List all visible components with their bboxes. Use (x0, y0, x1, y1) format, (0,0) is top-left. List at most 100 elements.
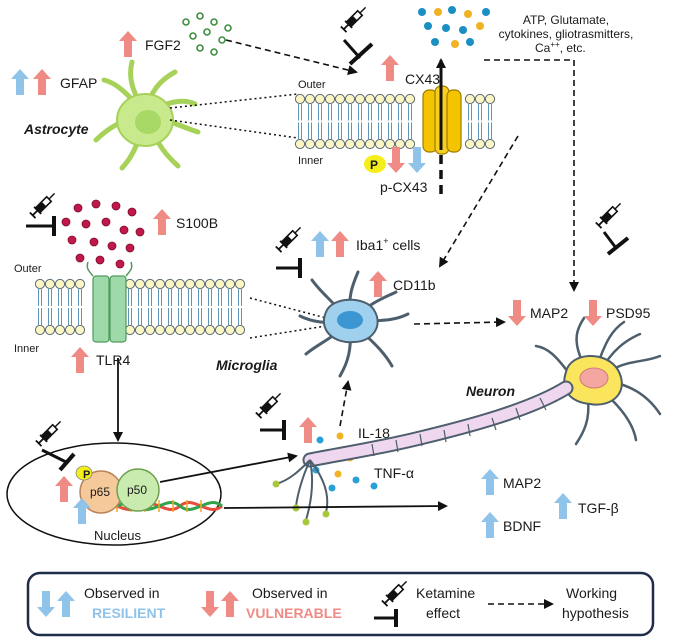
astrocyte-membrane (294, 93, 496, 150)
lipid-head (154, 324, 166, 336)
legend-vulnerable-line1: Observed in (252, 585, 327, 601)
lipid-head (354, 93, 366, 105)
legend-resilient-line2: RESILIENT (92, 605, 166, 621)
lipid-tail (188, 289, 192, 306)
lipid-head (144, 324, 156, 336)
released-factors-line2: cytokines, gliotrasmitters, (499, 27, 634, 41)
arrow-up-icon (71, 347, 89, 373)
lipid-head (384, 93, 396, 105)
lipid-tail (168, 289, 172, 306)
lipid-head (364, 138, 376, 150)
lipid-head (394, 93, 406, 105)
phospho-badge-icon (364, 155, 386, 173)
lipid-tail (388, 104, 392, 121)
syringe-icon (594, 198, 626, 230)
lipid-tail (398, 122, 402, 139)
lipid-tail (388, 122, 392, 139)
legend-hypothesis-line2: hypothesis (562, 605, 629, 621)
lipid-head (214, 324, 226, 336)
p50-protein-icon (116, 468, 160, 512)
tnfa-label: TNF-α (374, 465, 414, 481)
arrow-up-icon (299, 417, 317, 443)
lipid-head (344, 138, 356, 150)
lipid-tail (218, 308, 222, 325)
lipid-head (364, 93, 376, 105)
legend-ketamine-line1: Ketamine (416, 585, 475, 601)
psd95-label: PSD95 (606, 305, 651, 321)
lipid-tail (338, 122, 342, 139)
syringe-icon (339, 2, 371, 34)
gfap-label: GFAP (60, 75, 97, 91)
lipid-head (194, 324, 206, 336)
arrow-down-icon (508, 300, 526, 326)
lipid-head (204, 278, 216, 290)
lipid-tail (238, 289, 242, 306)
lipid-head (34, 278, 46, 290)
lipid-tail (58, 289, 62, 306)
lipid-head (154, 278, 166, 290)
tlr4-label: TLR4 (96, 352, 130, 368)
legend-ketamine-line2: effect (426, 605, 460, 621)
lipid-head (324, 93, 336, 105)
s100b-label: S100B (176, 215, 218, 231)
lipid-tail (68, 289, 72, 306)
released-factors-line1: ATP, Glutamate, (523, 13, 609, 27)
lipid-head (374, 138, 386, 150)
astrocyte-title: Astrocyte (23, 121, 89, 137)
lipid-head (314, 138, 326, 150)
lipid-head (324, 138, 336, 150)
lipid-tail (198, 308, 202, 325)
lipid-head (44, 324, 56, 336)
arrow-up-icon (554, 493, 572, 519)
lipid-tail (318, 104, 322, 121)
microglia-membrane (34, 278, 246, 336)
lipid-head (74, 324, 86, 336)
arrow-up-icon (311, 231, 329, 257)
lipid-tail (488, 104, 492, 121)
lipid-tail (58, 308, 62, 325)
lipid-tail (148, 308, 152, 325)
phospho-badge-icon (75, 465, 93, 481)
lipid-tail (328, 104, 332, 121)
lipid-head (134, 278, 146, 290)
arrow-down-icon (408, 147, 426, 173)
legend-hypothesis-line1: Working (566, 585, 617, 601)
lipid-head (224, 324, 236, 336)
pcx43-label: p-CX43 (380, 179, 428, 195)
fgf2-molecules-icon (182, 12, 232, 56)
lipid-tail (138, 308, 142, 325)
lipid-tail (378, 122, 382, 139)
lipid-tail (368, 104, 372, 121)
arrow-up-icon (33, 69, 51, 95)
cd11b-label: CD11b (393, 277, 436, 293)
arrow-up-icon (11, 69, 29, 95)
lipid-head (294, 138, 306, 150)
released-molecules-icon (418, 6, 490, 48)
map2-top-label: MAP2 (530, 305, 568, 321)
lipid-head (124, 324, 136, 336)
legend-vulnerable-line2: VULNERABLE (246, 605, 342, 621)
lipid-tail (168, 308, 172, 325)
lipid-head (44, 278, 56, 290)
arrow-up-icon (153, 209, 171, 235)
lipid-tail (128, 308, 132, 325)
cx43-label: CX43 (405, 71, 440, 87)
lipid-head (354, 138, 366, 150)
arrow-up-icon (481, 512, 499, 538)
lipid-tail (408, 122, 412, 139)
lipid-head (334, 138, 346, 150)
lipid-tail (348, 122, 352, 139)
phospho-badge-label: P (370, 158, 378, 172)
arrow-down-icon (387, 147, 405, 173)
lipid-tail (48, 308, 52, 325)
lipid-head (174, 324, 186, 336)
lipid-tail (308, 122, 312, 139)
lipid-head (404, 138, 416, 150)
arrow-up-icon (369, 271, 387, 297)
lipid-head (184, 324, 196, 336)
lipid-head (174, 278, 186, 290)
lipid-head (214, 278, 226, 290)
lipid-tail (158, 289, 162, 306)
lipid-head (164, 324, 176, 336)
